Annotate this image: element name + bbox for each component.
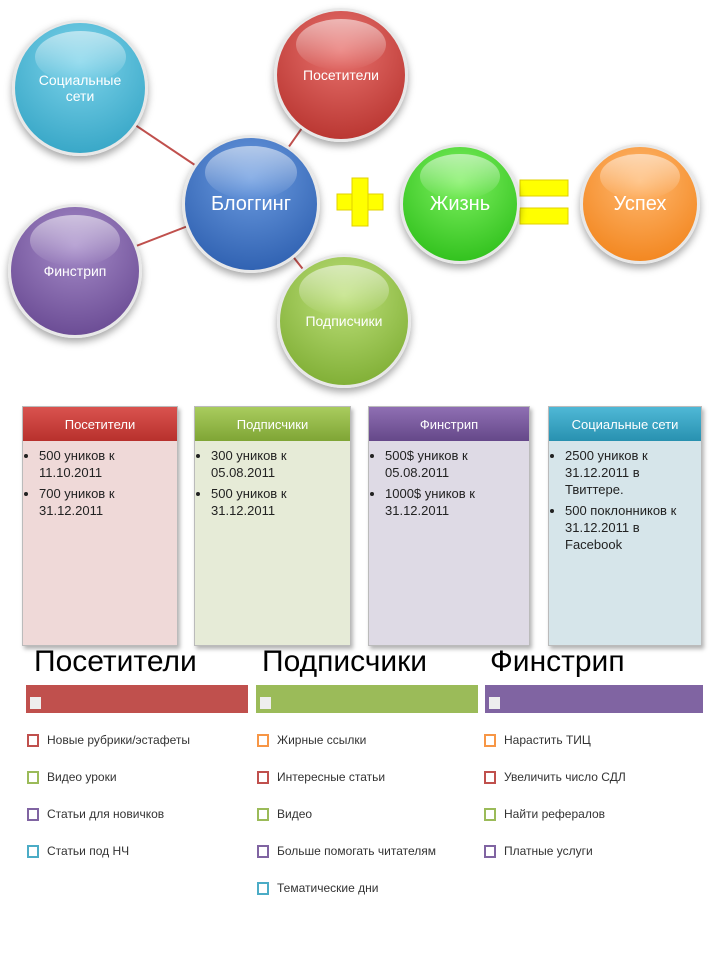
checkbox-icon [484,733,496,747]
plus-icon [336,177,384,227]
list-item: Нарастить ТИЦ [484,733,591,747]
list-heading-finstrip: Финстрип [490,645,625,678]
list-item: Тематические дни [257,881,378,895]
list-bar-subscribers [256,685,478,713]
circle-life: Жизнь [400,144,520,264]
card-header: Посетители [23,407,177,441]
list-heading-visitors: Посетители [34,645,197,678]
list-bar-finstrip [485,685,703,713]
card-header: Финстрип [369,407,529,441]
checkbox-icon [484,807,496,821]
goal-card-social: Социальные сети 2500 уников к 31.12.2011… [548,406,702,646]
list-item: Увеличить число СДЛ [484,770,626,784]
list-item: Новые рубрики/эстафеты [27,733,190,747]
checkbox-icon [257,770,269,784]
circle-finstrip: Финстрип [8,204,142,338]
card-header: Подписчики [195,407,350,441]
card-header: Социальные сети [549,407,701,441]
list-item: Платные услуги [484,844,593,858]
list-item: Статьи под НЧ [27,844,129,858]
square-icon [30,697,41,709]
list-item: Интересные статьи [257,770,385,784]
square-icon [260,697,271,709]
list-bar-visitors [26,685,248,713]
checkbox-icon [484,770,496,784]
circle-subscribers: Подписчики [277,254,411,388]
circle-blogging: Блоггинг [182,135,320,273]
list-item: Жирные ссылки [257,733,366,747]
goal-card-visitors: Посетители 500 уников к 11.10.2011700 ун… [22,406,178,646]
checkbox-icon [257,881,269,895]
list-item: Статьи для новичков [27,807,164,821]
list-item: Видео уроки [27,770,117,784]
goal-card-finstrip: Финстрип 500$ уников к 05.08.20111000$ у… [368,406,530,646]
checkbox-icon [27,844,39,858]
goal-card-subscribers: Подписчики 300 уников к 05.08.2011500 ун… [194,406,351,646]
list-item: Видео [257,807,312,821]
checkbox-icon [484,844,496,858]
checkbox-icon [257,733,269,747]
circle-visitors: Посетители [274,8,408,142]
checkbox-icon [27,807,39,821]
checkbox-icon [27,770,39,784]
checkbox-icon [257,844,269,858]
circle-success: Успех [580,144,700,264]
equals-icon [519,179,569,225]
square-icon [489,697,500,709]
checkbox-icon [257,807,269,821]
checkbox-icon [27,733,39,747]
list-item: Больше помогать читателям [257,844,436,858]
circle-social: Социальные сети [12,20,148,156]
list-heading-subscribers: Подписчики [262,645,428,678]
list-item: Найти рефералов [484,807,605,821]
